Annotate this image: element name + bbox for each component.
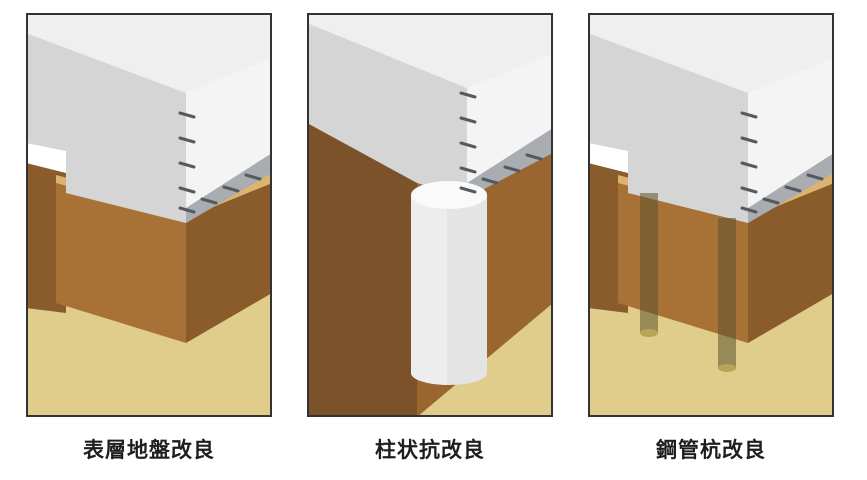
steel-pipe-pile-illustration bbox=[588, 13, 834, 417]
caption-steel-pipe-pile: 鋼管杭改良 bbox=[656, 438, 766, 462]
steel-pipe-pile bbox=[640, 193, 658, 337]
column-improvement-illustration bbox=[307, 13, 553, 417]
caption-column-improvement: 柱状抗改良 bbox=[375, 438, 485, 462]
steel-pipe-pile bbox=[718, 218, 736, 372]
panel-surface-improvement bbox=[26, 13, 272, 417]
panel-column-improvement bbox=[307, 13, 553, 417]
panel-steel-pipe-pile bbox=[588, 13, 834, 417]
surface-improvement-illustration bbox=[26, 13, 272, 417]
caption-surface-improvement: 表層地盤改良 bbox=[83, 438, 215, 462]
